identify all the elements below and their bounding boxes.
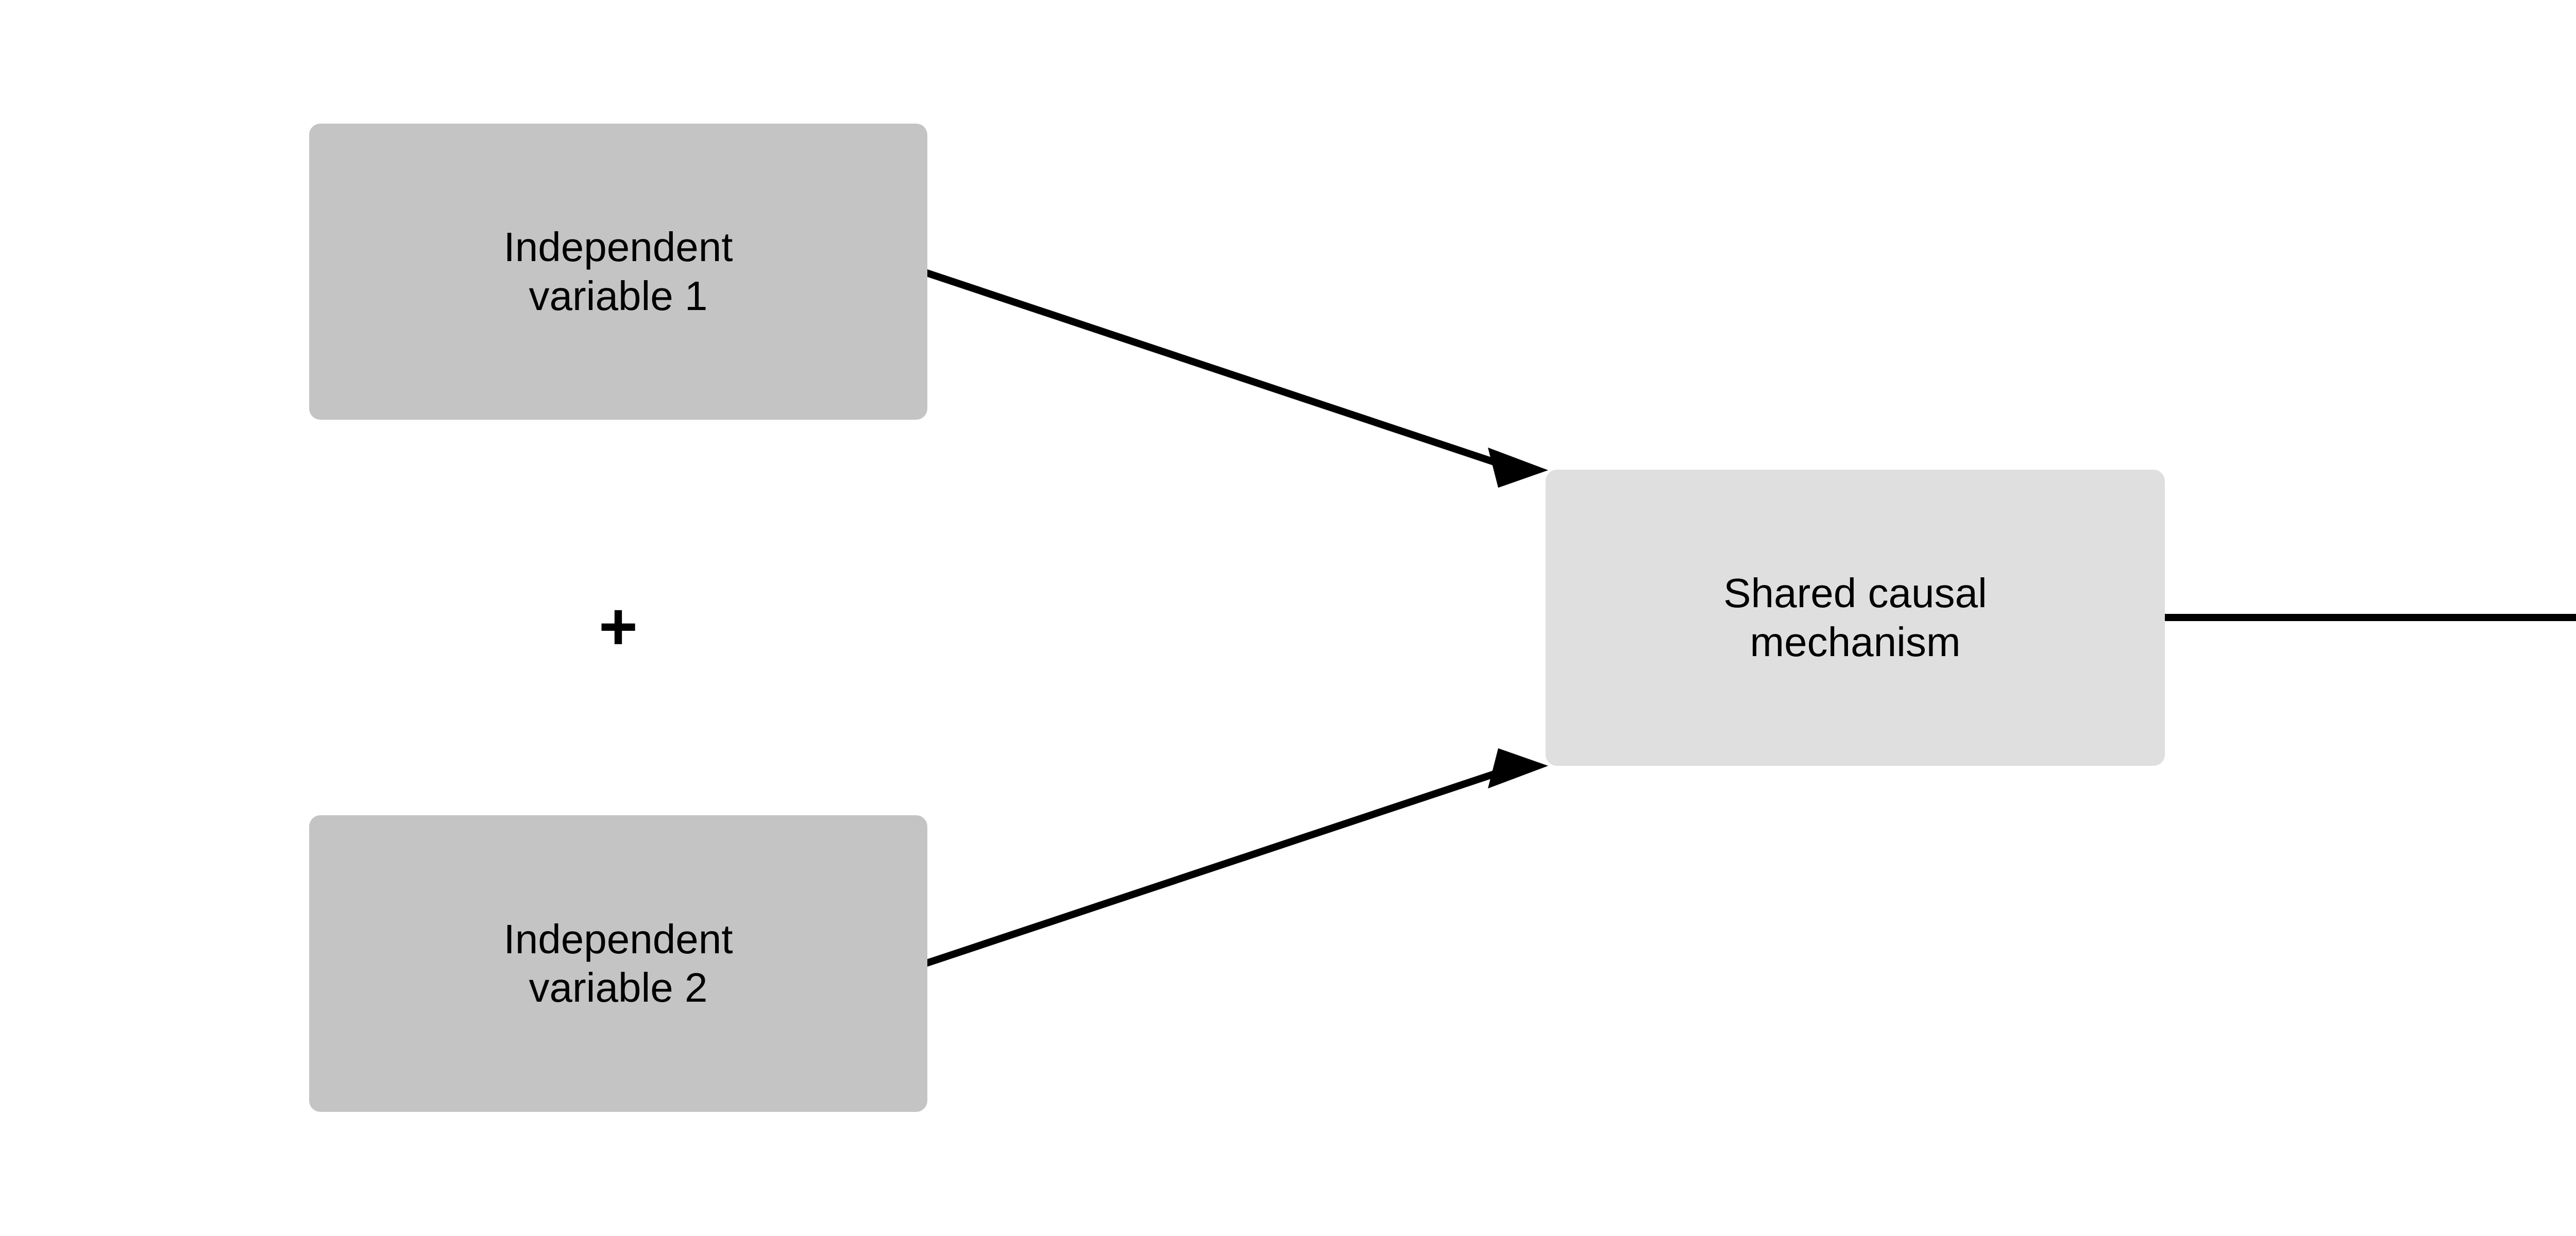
- arrowhead-icon: [1488, 748, 1548, 788]
- node-independent-variable-2[interactable]: Independent variable 2: [309, 815, 927, 1112]
- plus-operator-icon: +: [587, 589, 649, 664]
- edge-line: [919, 765, 1513, 968]
- node-label: Independent variable 2: [503, 916, 733, 1010]
- plus-symbol: +: [599, 589, 638, 664]
- node-independent-variable-1[interactable]: Independent variable 1: [309, 124, 927, 420]
- node-label: Independent variable 1: [503, 224, 733, 319]
- edge-line: [919, 268, 1513, 471]
- edge-iv1-to-mechanism: [919, 268, 1548, 488]
- edge-iv2-to-mechanism: [919, 748, 1548, 968]
- edge-mechanism-to-dv: [2160, 614, 2576, 621]
- node-label: Shared causal mechanism: [1723, 570, 1987, 665]
- node-shared-causal-mechanism[interactable]: Shared causal mechanism: [1546, 470, 2165, 766]
- arrowhead-icon: [1488, 448, 1548, 488]
